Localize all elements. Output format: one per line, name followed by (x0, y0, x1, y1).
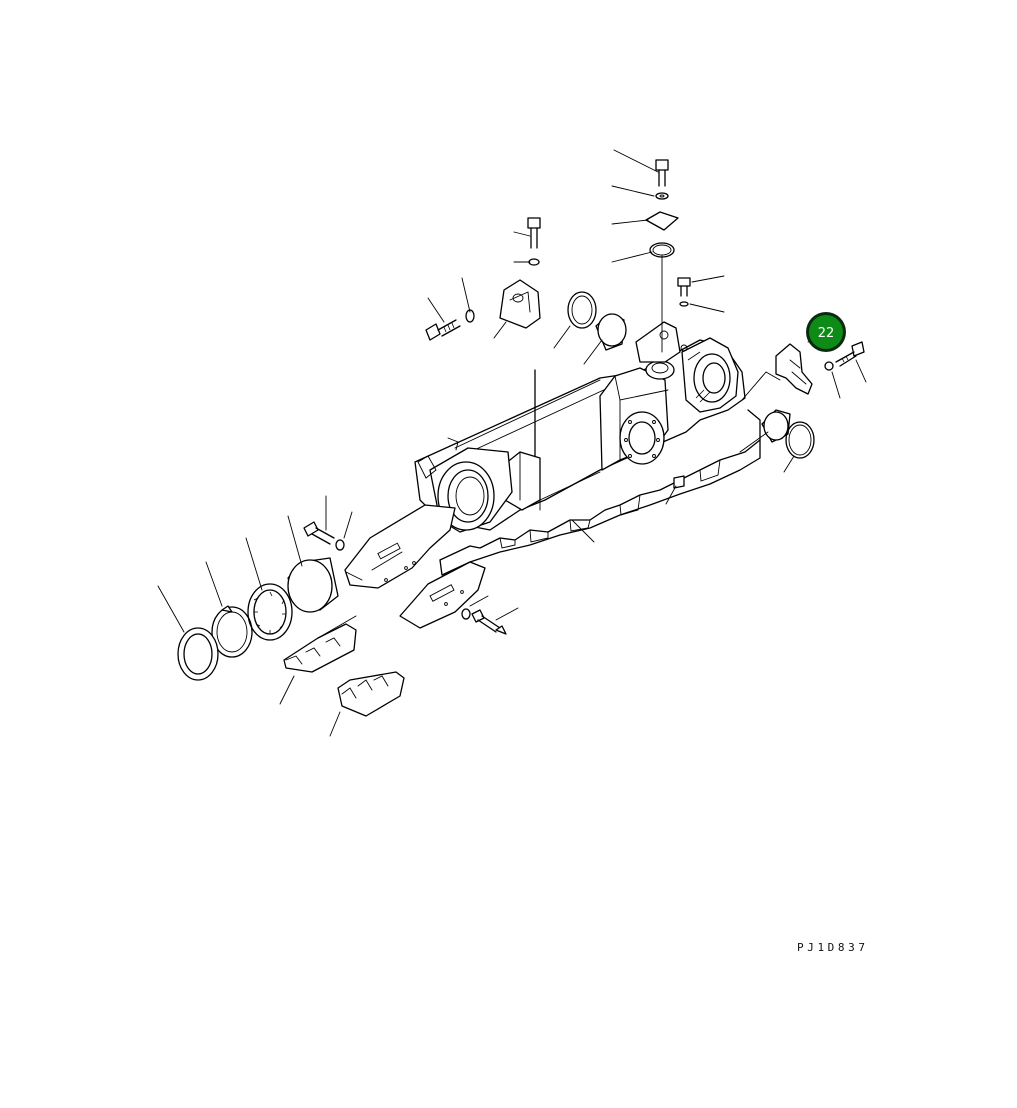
track-frame (414, 321, 761, 576)
top-cover-assembly (645, 159, 691, 353)
front-bolts (303, 521, 507, 635)
callout-22[interactable]: 22 (806, 312, 846, 352)
upper-support-assembly (425, 217, 627, 351)
rear-parts (673, 341, 865, 489)
leader-lines (157, 149, 867, 737)
callout-fill (809, 315, 843, 349)
callout-number: 22 (818, 326, 835, 341)
bearing-sleeves (177, 557, 339, 681)
track-guard-brackets (283, 623, 405, 717)
drawing-code: PJ1D837 (797, 941, 869, 954)
front-guide-plates (344, 504, 486, 629)
